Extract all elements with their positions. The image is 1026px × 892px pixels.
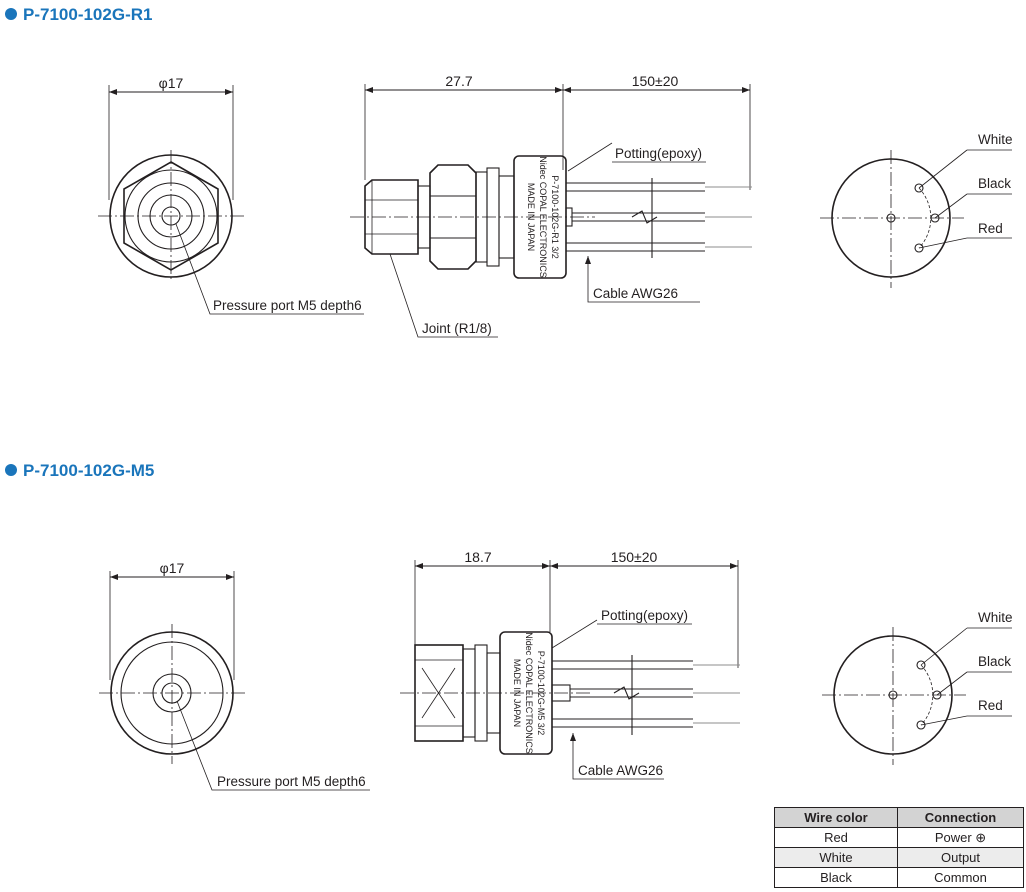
side-view: 18.7 150±20 P-7100-102G-M5 3/2 Nidec COP…: [400, 549, 740, 780]
joint-label: Joint (R1/8): [422, 321, 492, 336]
cable-length-label: 150±20: [611, 549, 658, 565]
potting-label: Potting(epoxy): [601, 608, 688, 623]
table-header-row: Wire color Connection: [774, 807, 1024, 828]
front-view: φ17 Pressure port M5 depth6: [98, 75, 364, 315]
potting-label: Potting(epoxy): [615, 146, 702, 161]
side-view: 27.7 150±20 P-7100-102G-R1 3/2 Nidec COP…: [350, 73, 752, 338]
section-title: P-7100-102G-M5: [23, 461, 154, 480]
section-title: P-7100-102G-R1: [23, 5, 152, 24]
rear-view: White Black Red: [822, 610, 1013, 765]
cable-wires: [566, 178, 752, 258]
bullet-icon: [5, 464, 17, 476]
wire-color-cell: Black: [774, 867, 898, 888]
table-row: Black Common: [774, 867, 1024, 888]
bullet-icon: [5, 8, 17, 20]
wire-label-red: Red: [978, 698, 1003, 713]
wire-color-cell: Red: [774, 827, 898, 848]
cable-wires: [552, 655, 740, 735]
diameter-label: φ17: [159, 75, 184, 91]
wire-label-black: Black: [978, 176, 1011, 191]
column-header-connection: Connection: [897, 807, 1024, 828]
wire-label-white: White: [978, 132, 1013, 147]
section-m5: P-7100-102G-M5 φ17 Pressure port M5 dept…: [5, 461, 1013, 791]
diameter-label: φ17: [160, 560, 185, 576]
length-label: 18.7: [464, 549, 491, 565]
section-r1: P-7100-102G-R1 φ17 Pressure port M5 dept…: [5, 5, 1013, 338]
wire-label-white: White: [978, 610, 1013, 625]
length-label: 27.7: [445, 73, 472, 89]
wire-label-black: Black: [978, 654, 1011, 669]
connection-cell: Power ⊕: [897, 827, 1024, 848]
connection-cell: Output: [897, 847, 1024, 868]
cable-label: Cable AWG26: [593, 286, 678, 301]
table-row: Red Power ⊕: [774, 827, 1024, 848]
wire-color-table: Wire color Connection Red Power ⊕ White …: [774, 807, 1024, 888]
rear-view: White Black Red: [820, 132, 1013, 288]
column-header-wire-color: Wire color: [774, 807, 898, 828]
pressure-port-label: Pressure port M5 depth6: [213, 298, 362, 313]
connection-cell: Common: [897, 867, 1024, 888]
wire-color-cell: White: [774, 847, 898, 868]
table-row: White Output: [774, 847, 1024, 868]
cable-label: Cable AWG26: [578, 763, 663, 778]
pressure-port-label: Pressure port M5 depth6: [217, 774, 366, 789]
cable-length-label: 150±20: [632, 73, 679, 89]
wire-label-red: Red: [978, 221, 1003, 236]
front-view: φ17 Pressure port M5 depth6: [99, 560, 370, 791]
